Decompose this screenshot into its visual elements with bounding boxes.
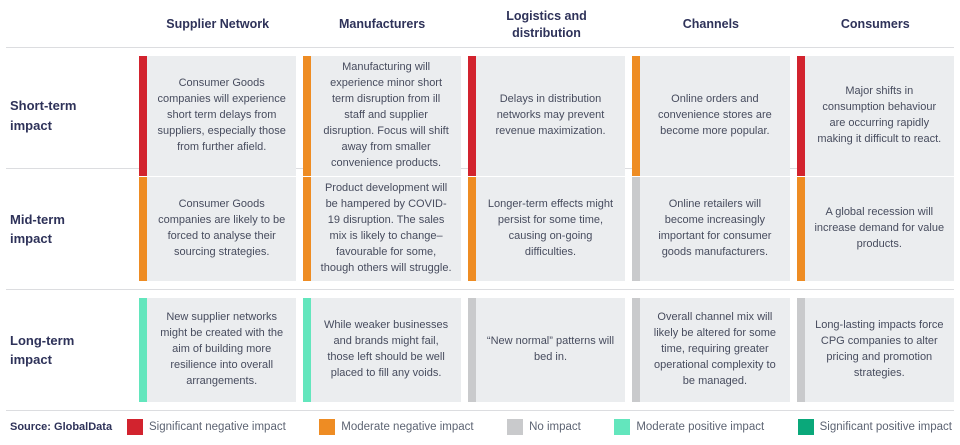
column-header-logistics-distribution: Logistics and distribution [506,8,587,40]
legend-swatch-no-impact [507,419,524,435]
impact-level-bar [303,298,312,402]
impact-cell-text: A global recession will increase demand … [814,206,945,250]
impact-cell-text: Manufacturing will experience minor shor… [323,61,449,169]
column-header-supplier-network: Supplier Network [166,17,270,32]
impact-cell-body: Product development will be hampered by … [311,177,461,281]
impact-cell-text: Delays in distribution networks may prev… [495,92,606,137]
cell-mid-term-manufacturers: Product development will be hampered by … [303,177,461,281]
cell-mid-term-logistics: Longer-term effects might persist for so… [467,177,626,281]
impact-level-bar [303,56,312,176]
legend-label: No impact [529,421,581,433]
impact-level-bar [467,298,476,402]
impact-cell-text: Consumer Goods companies will experience… [157,76,286,153]
cell-short-term-supplier-network: Consumer Goods companies will experience… [139,56,297,176]
legend-item-significant-positive: Significant positive impact [797,419,952,435]
impact-level-bar [139,298,147,402]
impact-cell-body: Overall channel mix will likely be alter… [640,298,790,402]
impact-level-bar [632,298,641,402]
impact-cell-text: Online retailers will become increasingl… [658,198,772,258]
impact-cell-text: “New normal” patterns will bed in. [486,335,615,363]
row-label-short-term: Short-term impact [10,98,77,133]
impact-cell-body: Online orders and convenience stores are… [640,56,790,176]
legend-swatch-moderate-negative [319,419,336,435]
cell-mid-term-consumers: A global recession will increase demand … [796,177,954,281]
cell-short-term-manufacturers: Manufacturing will experience minor shor… [303,56,461,176]
legend-label: Moderate negative impact [341,421,474,433]
impact-cell-body: A global recession will increase demand … [804,177,954,281]
impact-level-bar [139,177,147,281]
impact-cell-text: New supplier networks might be created w… [160,311,284,387]
footer: Source: GlobalData Significant negative … [6,411,954,445]
cell-long-term-manufacturers: While weaker businesses and brands might… [303,298,461,402]
cell-mid-term-supplier-network: Consumer Goods companies are likely to b… [139,177,297,281]
impact-level-bar [796,298,805,402]
impact-cell-body: Long-lasting impacts force CPG companies… [804,298,954,402]
impact-cell-text: Longer-term effects might persist for so… [487,198,614,258]
legend-swatch-significant-positive [797,419,814,435]
row-mid-term-impact: Mid-term impact Consumer Goods companies… [6,169,954,290]
impact-cell-body: Delays in distribution networks may prev… [475,56,626,176]
impact-cell-body: Manufacturing will experience minor shor… [311,56,461,176]
impact-level-bar [467,177,476,281]
impact-level-bar [632,177,641,281]
impact-cell-text: Long-lasting impacts force CPG companies… [815,319,944,379]
row-label-long-term: Long-term impact [10,332,75,368]
legend-label: Significant negative impact [149,421,286,433]
impact-level-bar [467,56,476,176]
legend-swatch-significant-negative [127,419,143,435]
impact-cell-body: Consumer Goods companies will experience… [147,56,297,176]
cell-short-term-logistics: Delays in distribution networks may prev… [467,56,626,176]
impact-cell-text: Overall channel mix will likely be alter… [653,311,777,387]
row-short-term-impact: Short-term impact Consumer Goods compani… [6,48,954,176]
impact-cell-body: “New normal” patterns will bed in. [475,298,626,402]
legend-item-moderate-negative: Moderate negative impact [319,419,474,435]
impact-cell-text: While weaker businesses and brands might… [324,319,449,379]
legend-label: Moderate positive impact [636,421,765,433]
cell-long-term-channels: Overall channel mix will likely be alter… [632,298,790,402]
cell-mid-term-channels: Online retailers will become increasingl… [632,177,790,281]
impact-level-bar [632,56,641,176]
legend-swatch-moderate-positive [614,419,631,435]
legend-label: Significant positive impact [819,421,952,433]
column-header-row: Supplier Network Manufacturers Logistics… [6,0,954,48]
impact-cell-text: Online orders and convenience stores are… [658,92,772,137]
impact-cell-body: Online retailers will become increasingl… [640,177,790,281]
impact-cell-text: Product development will be hampered by … [320,182,452,274]
column-header-consumers: Consumers [840,17,910,32]
cell-short-term-channels: Online orders and convenience stores are… [632,56,790,176]
impact-level-bar [796,56,805,176]
row-label-mid-term: Mid-term impact [10,211,65,247]
source-note: Source: GlobalData [10,421,113,433]
legend-item-no-impact: No impact [507,419,581,435]
cell-long-term-consumers: Long-lasting impacts force CPG companies… [796,298,954,402]
impact-level-bar [796,177,805,281]
impact-cell-text: Consumer Goods companies are likely to b… [158,198,286,258]
column-header-channels: Channels [682,17,740,32]
column-header-manufacturers: Manufacturers [339,17,426,32]
cell-short-term-consumers: Major shifts in consumption behaviour ar… [796,56,954,176]
impact-level-bar [139,56,147,176]
row-long-term-impact: Long-term impact New supplier networks m… [6,290,954,411]
impact-cell-body: Longer-term effects might persist for so… [475,177,626,281]
impact-cell-body: New supplier networks might be created w… [147,298,297,402]
cell-long-term-supplier-network: New supplier networks might be created w… [139,298,297,402]
impact-cell-body: Consumer Goods companies are likely to b… [147,177,297,281]
impact-level-bar [303,177,312,281]
legend-item-significant-negative: Significant negative impact [127,419,286,435]
legend-item-moderate-positive: Moderate positive impact [614,419,764,435]
impact-cell-body: Major shifts in consumption behaviour ar… [804,56,954,176]
impact-cell-body: While weaker businesses and brands might… [311,298,461,402]
cell-long-term-logistics: “New normal” patterns will bed in. [467,298,626,402]
impact-legend: Significant negative impact Moderate neg… [127,419,952,435]
impact-cell-text: Major shifts in consumption behaviour ar… [817,84,942,145]
